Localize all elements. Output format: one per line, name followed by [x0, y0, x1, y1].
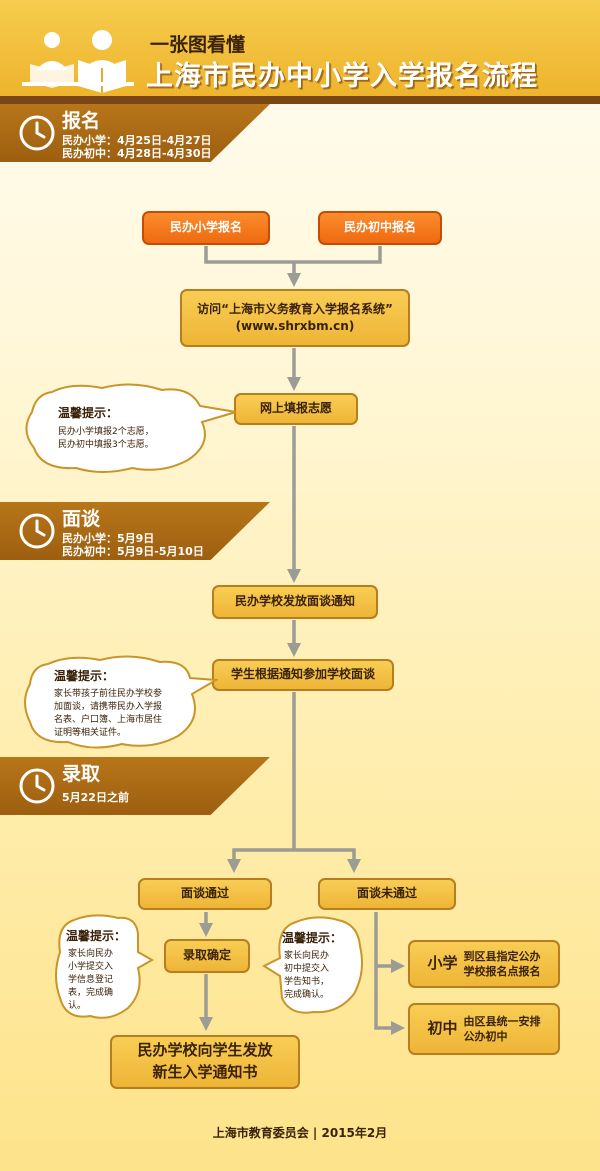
tip-line: 家长带孩子前往民办学校参: [54, 689, 163, 699]
tip-text: 民办小学填报2个志愿， 民办初中填报3个志愿。: [58, 426, 154, 452]
interview-failed-box: 面谈未通过: [318, 878, 456, 910]
header-divider: [0, 96, 600, 104]
middle-desc-line: 由区县统一安排: [463, 1014, 541, 1028]
primary-tag: 小学: [427, 954, 458, 973]
admission-notice-label: 民办学校向学生发放: [137, 1041, 273, 1060]
primary-desc-line: 到区县指定公办: [463, 949, 541, 963]
attend-interview-box: 学生根据通知参加学校面谈: [212, 659, 394, 691]
section-date-line: 民办初中：5月9日-5月10日: [62, 545, 204, 558]
admission-notice-box: 民办学校向学生发放 新生入学通知书: [110, 1035, 300, 1089]
interview-passed-box: 面谈通过: [138, 878, 272, 910]
tip-line: 表，完成确: [68, 988, 114, 999]
primary-signup-box: 民办小学报名: [142, 211, 270, 245]
section-date-line: 民办小学：5月9日: [62, 532, 155, 545]
tip-title: 温馨提示：: [58, 406, 119, 420]
tip-line: 完成确认。: [284, 990, 330, 1001]
tip-title: 温馨提示：: [54, 669, 115, 683]
tip-line: 民办小学填报2个志愿，: [58, 427, 154, 437]
public-primary-box: 小学 到区县指定公办 学校报名点报名: [408, 940, 560, 988]
header-subtitle: 一张图看懂: [150, 34, 246, 56]
page-title: 上海市民办中小学入学报名流程: [146, 61, 538, 92]
primary-desc-line: 学校报名点报名: [463, 965, 541, 978]
clock-icon: [19, 115, 55, 151]
tip-line: 名表、户口簿、上海市居住: [54, 715, 163, 726]
section-date-line: 5月22日之前: [62, 791, 129, 804]
section-banner-signup: 报名 民办小学：4月25日-4月27日 民办初中：4月28日-4月30日: [0, 104, 270, 162]
tip-text: 家长向民办 初中提交入 学告知书， 完成确认。: [284, 950, 329, 1002]
admission-notice-label: 新生入学通知书: [152, 1063, 258, 1081]
public-middle-box: 初中 由区县统一安排 公办初中: [408, 1003, 560, 1055]
clock-icon: [19, 513, 55, 549]
section-title: 面谈: [62, 508, 101, 530]
section-title: 报名: [62, 110, 101, 132]
section-date-line: 民办小学：4月25日-4月27日: [62, 134, 212, 147]
tip-title: 温馨提示：: [282, 931, 343, 945]
visit-system-url: (www.shrxbm.cn): [235, 319, 355, 333]
clock-icon: [19, 768, 55, 804]
tip-line: 家长向民办: [68, 949, 114, 959]
reader-figures-icon: [22, 30, 134, 93]
middle-tag: 初中: [427, 1019, 458, 1038]
interview-notice-box: 民办学校发放面谈通知: [212, 585, 378, 619]
tip-text: 家长向民办 小学提交入 学信息登记 表，完成确 认。: [68, 948, 113, 1013]
tip-text: 家长带孩子前往民办学校参 加面谈，请携带民办入学报 名表、户口簿、上海市居住 证…: [54, 688, 162, 740]
tip-title: 温馨提示：: [66, 929, 127, 943]
section-date-line: 民办初中：4月28日-4月30日: [62, 147, 212, 160]
tip-line: 民办初中填报3个志愿。: [58, 440, 154, 451]
middle-signup-box: 民办初中报名: [318, 211, 442, 245]
visit-system-box: 访问“上海市义务教育入学报名系统” (www.shrxbm.cn): [180, 289, 410, 347]
tip-line: 学信息登记: [68, 975, 114, 986]
tip-line: 小学提交入: [68, 962, 114, 973]
section-title: 录取: [62, 763, 101, 785]
middle-desc: 由区县统一安排 公办初中: [464, 1014, 541, 1045]
tip-line: 家长向民办: [284, 951, 330, 961]
tip-line: 初中提交入: [284, 964, 330, 975]
admission-confirmed-box: 录取确定: [164, 939, 250, 973]
visit-system-label: 访问“上海市义务教育入学报名系统”: [197, 301, 393, 316]
footer-credit: 上海市教育委员会 | 2015年2月: [212, 1126, 388, 1140]
tip-line: 学告知书，: [284, 977, 330, 988]
middle-desc-line: 公办初中: [463, 1030, 508, 1043]
tip-line: 加面谈，请携带民办入学报: [54, 702, 163, 713]
primary-desc: 到区县指定公办 学校报名点报名: [464, 949, 541, 980]
header-banner: 一张图看懂 上海市民办中小学入学报名流程: [0, 0, 600, 96]
fill-wish-box: 网上填报志愿: [234, 393, 358, 425]
tip-line: 证明等相关证件。: [54, 728, 127, 739]
tip-line: 认。: [68, 1001, 87, 1012]
